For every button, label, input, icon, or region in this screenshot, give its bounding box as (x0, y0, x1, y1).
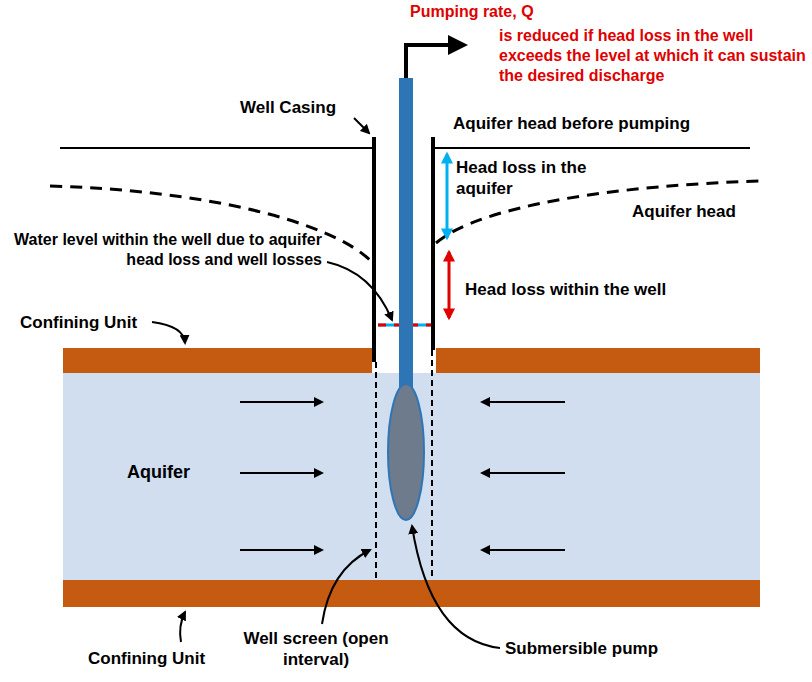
drawdown-curve (50, 186, 372, 262)
discharge-arrow (406, 45, 464, 78)
pump-symbol (388, 384, 424, 520)
drawdown-curve (436, 181, 762, 243)
aquifer-loss-arrow (446, 154, 449, 238)
water-level-label: Water level within the well due to aquif… (2, 230, 322, 270)
riser-pipe (399, 78, 413, 388)
confining-unit (63, 348, 372, 373)
well-screen (375, 362, 377, 580)
well-loss-label: Head loss within the well (465, 279, 765, 300)
aquifer-loss-label: Head loss in the aquifer (456, 157, 606, 200)
confining-label: Confining Unit (88, 648, 248, 669)
screen-label: Well screen (open interval) (236, 628, 396, 671)
casing-label: Well Casing (240, 97, 360, 118)
well-screen (431, 350, 433, 580)
well-loss-arrow (448, 252, 451, 318)
flow-arrows (240, 402, 565, 550)
confining-unit (436, 348, 760, 373)
pumping-rate-label: Pumping rate, Q (410, 2, 610, 22)
region-label: Aquifer (127, 461, 190, 484)
confining-unit (63, 580, 760, 607)
pumping-note: is reduced if head loss in the well exce… (499, 26, 807, 86)
leader-lines (152, 118, 500, 648)
aquifer-head-label: Aquifer head (632, 201, 792, 222)
well-casing (372, 137, 376, 362)
pump-label: Submersible pump (505, 638, 705, 659)
well-casing (431, 137, 435, 350)
static-head-label: Aquifer head before pumping (453, 113, 753, 134)
